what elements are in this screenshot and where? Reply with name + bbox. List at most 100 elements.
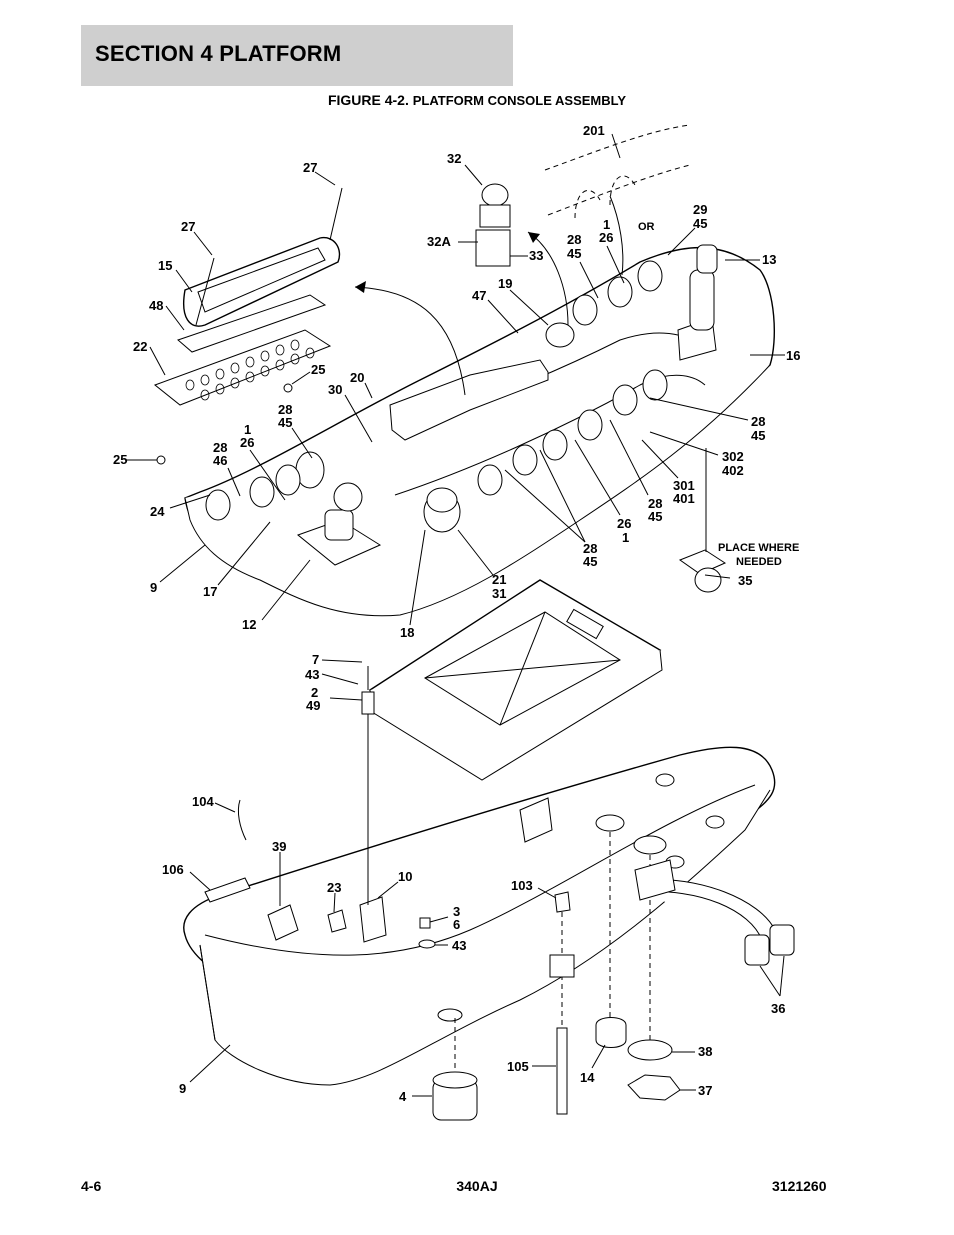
callout-28-45-c-line2: 45 xyxy=(751,428,765,443)
callout-39: 39 xyxy=(272,839,286,854)
footer-model: 340AJ xyxy=(456,1178,498,1194)
footer-page-number: 4-6 xyxy=(81,1178,102,1194)
figure-number: FIGURE 4-2. xyxy=(327,92,409,108)
callout-35: 35 xyxy=(738,573,752,588)
callout-or: OR xyxy=(638,221,655,233)
callout-302-402-line1: 302 xyxy=(722,449,744,464)
callout-37: 37 xyxy=(698,1083,712,1098)
display-window xyxy=(389,359,549,441)
callout-26-1-line1: 26 xyxy=(617,516,631,531)
callout-103: 103 xyxy=(511,878,533,893)
jam-nut-37 xyxy=(627,1074,681,1101)
callout-2-49-line1: 2 xyxy=(311,685,318,700)
horn-4 xyxy=(432,1071,478,1121)
or-leader-curve xyxy=(609,195,624,276)
callout-106: 106 xyxy=(162,862,184,877)
callout-labels: 201 32 27 27 15 48 22 32A 33 19 47 28 45… xyxy=(113,123,800,1104)
anchor-35 xyxy=(678,549,727,593)
callout-105: 105 xyxy=(507,1059,529,1074)
nut-103 xyxy=(554,891,571,913)
callout-28-45-e-line2: 45 xyxy=(583,554,597,569)
callout-24: 24 xyxy=(150,504,165,519)
callout-32A: 32A xyxy=(427,234,451,249)
flip-arrow xyxy=(354,286,466,396)
screw-3 xyxy=(419,917,431,929)
callout-21-31-line1: 21 xyxy=(492,572,506,587)
callout-29-45-line2: 45 xyxy=(693,216,707,231)
callout-28-45-d-line1: 28 xyxy=(648,496,662,511)
callout-18: 18 xyxy=(400,625,414,640)
bracket-top xyxy=(519,797,553,843)
callout-25-lower: 25 xyxy=(113,452,127,467)
callout-3-6-line2: 6 xyxy=(453,917,460,932)
figure-caption: FIGURE 4-2. PLATFORM CONSOLE ASSEMBLY xyxy=(0,92,954,108)
callout-28-45-b-line1: 28 xyxy=(278,402,292,417)
callout-28-46-line2: 46 xyxy=(213,453,227,468)
nut-25-lower xyxy=(156,455,166,465)
callout-27-lower: 27 xyxy=(181,219,195,234)
callout-28-46-line1: 28 xyxy=(213,440,227,455)
callout-20: 20 xyxy=(350,370,364,385)
callout-32: 32 xyxy=(447,151,461,166)
callout-15: 15 xyxy=(158,258,172,273)
screw-27-lower xyxy=(195,257,215,326)
bracket-right xyxy=(634,859,676,901)
callout-43: 43 xyxy=(452,938,466,953)
callout-9-lower: 9 xyxy=(179,1081,186,1096)
callout-4: 4 xyxy=(399,1089,407,1104)
callout-7-43-line1: 7 xyxy=(312,652,319,667)
standoff-2 xyxy=(361,691,375,715)
callout-48: 48 xyxy=(149,298,163,313)
bezel-15-window xyxy=(197,247,326,313)
left-joystick xyxy=(296,482,382,566)
callout-301-401-line2: 401 xyxy=(673,491,695,506)
callout-28-45-c-line1: 28 xyxy=(751,414,765,429)
pin-104 xyxy=(237,799,247,841)
callout-1-26-b-line1: 1 xyxy=(244,422,251,437)
exploded-drawing xyxy=(153,124,795,1121)
callout-47: 47 xyxy=(472,288,486,303)
leader-lines xyxy=(125,133,785,1097)
footer-doc-number: 3121260 xyxy=(772,1178,827,1194)
callout-2-49-line2: 49 xyxy=(306,698,320,713)
callout-29-45-line1: 29 xyxy=(693,202,707,217)
callout-13: 13 xyxy=(762,252,776,267)
callout-16: 16 xyxy=(786,348,800,363)
alternate-toggle-detail xyxy=(544,124,691,219)
toggle-switches xyxy=(205,260,668,521)
callout-28-45-d-line2: 45 xyxy=(648,509,662,524)
section-header-band xyxy=(81,25,513,86)
callout-17: 17 xyxy=(203,584,217,599)
callout-9-upper: 9 xyxy=(150,580,157,595)
tie-mount-39 xyxy=(267,904,299,941)
callout-14: 14 xyxy=(580,1070,595,1085)
callout-25-upper: 25 xyxy=(311,362,325,377)
callout-28-45-e-line1: 28 xyxy=(583,541,597,556)
push-button-19 xyxy=(545,322,575,348)
rod-105 xyxy=(556,1027,568,1115)
callout-27-upper: 27 xyxy=(303,160,317,175)
grommet-14 xyxy=(595,1017,627,1048)
callout-22: 22 xyxy=(133,339,147,354)
callout-10: 10 xyxy=(398,869,412,884)
callout-23: 23 xyxy=(327,880,341,895)
callout-38: 38 xyxy=(698,1044,712,1059)
callout-30: 30 xyxy=(328,382,342,397)
screw-27-upper xyxy=(329,187,343,241)
callout-place-where-needed-line2: NEEDED xyxy=(736,556,782,568)
callout-26-1-line2: 1 xyxy=(622,530,629,545)
emergency-stop-button xyxy=(423,487,461,533)
nut-25-upper xyxy=(283,383,293,393)
callout-1-26-a-line1: 1 xyxy=(603,217,610,232)
bracket-10 xyxy=(359,896,387,943)
callout-28-45-a-line1: 28 xyxy=(567,232,581,247)
callout-3-6-line1: 3 xyxy=(453,904,460,919)
figure-title: PLATFORM CONSOLE ASSEMBLY xyxy=(412,93,627,108)
clip-23 xyxy=(327,909,347,933)
callout-1-26-b-line2: 26 xyxy=(240,435,254,450)
pushbutton-32-assembly xyxy=(475,183,511,267)
callout-302-402-line2: 402 xyxy=(722,463,744,478)
callout-104: 104 xyxy=(192,794,214,809)
callout-201: 201 xyxy=(583,123,605,138)
